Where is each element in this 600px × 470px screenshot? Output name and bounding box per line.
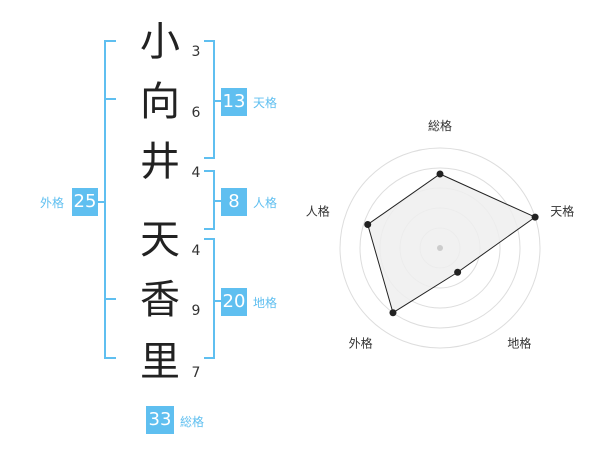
radar-point (454, 268, 462, 276)
tenkaku-label: 天格 (253, 96, 278, 110)
radar-point (364, 221, 372, 229)
stroke-count-6: 7 (191, 365, 201, 381)
stroke-count-1: 3 (191, 44, 201, 60)
stroke-count-3: 4 (191, 165, 201, 181)
radar-ring (339, 147, 541, 349)
name-char-2: 向 (140, 79, 180, 125)
radar-center-dot (437, 245, 443, 251)
chikaku-label: 地格 (253, 296, 278, 310)
jinkaku-badge: 8 (221, 188, 247, 216)
radar-axis-label: 天格 (550, 204, 574, 219)
name-char-4: 天 (140, 217, 180, 263)
gaikaku-badge: 25 (72, 188, 98, 216)
soukaku-badge: 33 (146, 406, 174, 434)
chikaku-bracket (204, 238, 215, 359)
tenkaku-bracket (204, 40, 215, 159)
radar-point (531, 213, 539, 221)
gaikaku-bracket (104, 40, 116, 359)
chikaku-badge: 20 (221, 288, 247, 316)
name-char-5: 香 (140, 277, 180, 323)
radar-axis-label: 地格 (507, 335, 531, 350)
radar-axis-label: 総格 (428, 118, 452, 133)
radar-axis-label: 外格 (349, 335, 373, 350)
tenkaku-badge: 13 (221, 88, 247, 116)
radar-point (389, 309, 397, 317)
radar-ring (359, 167, 521, 329)
soukaku-label: 総格 (180, 415, 205, 429)
name-char-1: 小 (140, 19, 180, 65)
jinkaku-label: 人格 (253, 196, 278, 210)
radar-points (364, 170, 539, 317)
stroke-count-4: 4 (191, 243, 201, 259)
stroke-count-2: 6 (191, 105, 201, 121)
radar-axis-label: 人格 (306, 204, 330, 219)
name-char-3: 井 (140, 139, 180, 185)
radar-point (436, 170, 444, 178)
stroke-count-5: 9 (191, 303, 201, 319)
name-char-6: 里 (140, 339, 180, 385)
gaikaku-label: 外格 (40, 196, 65, 210)
radar-polygon (367, 173, 537, 314)
